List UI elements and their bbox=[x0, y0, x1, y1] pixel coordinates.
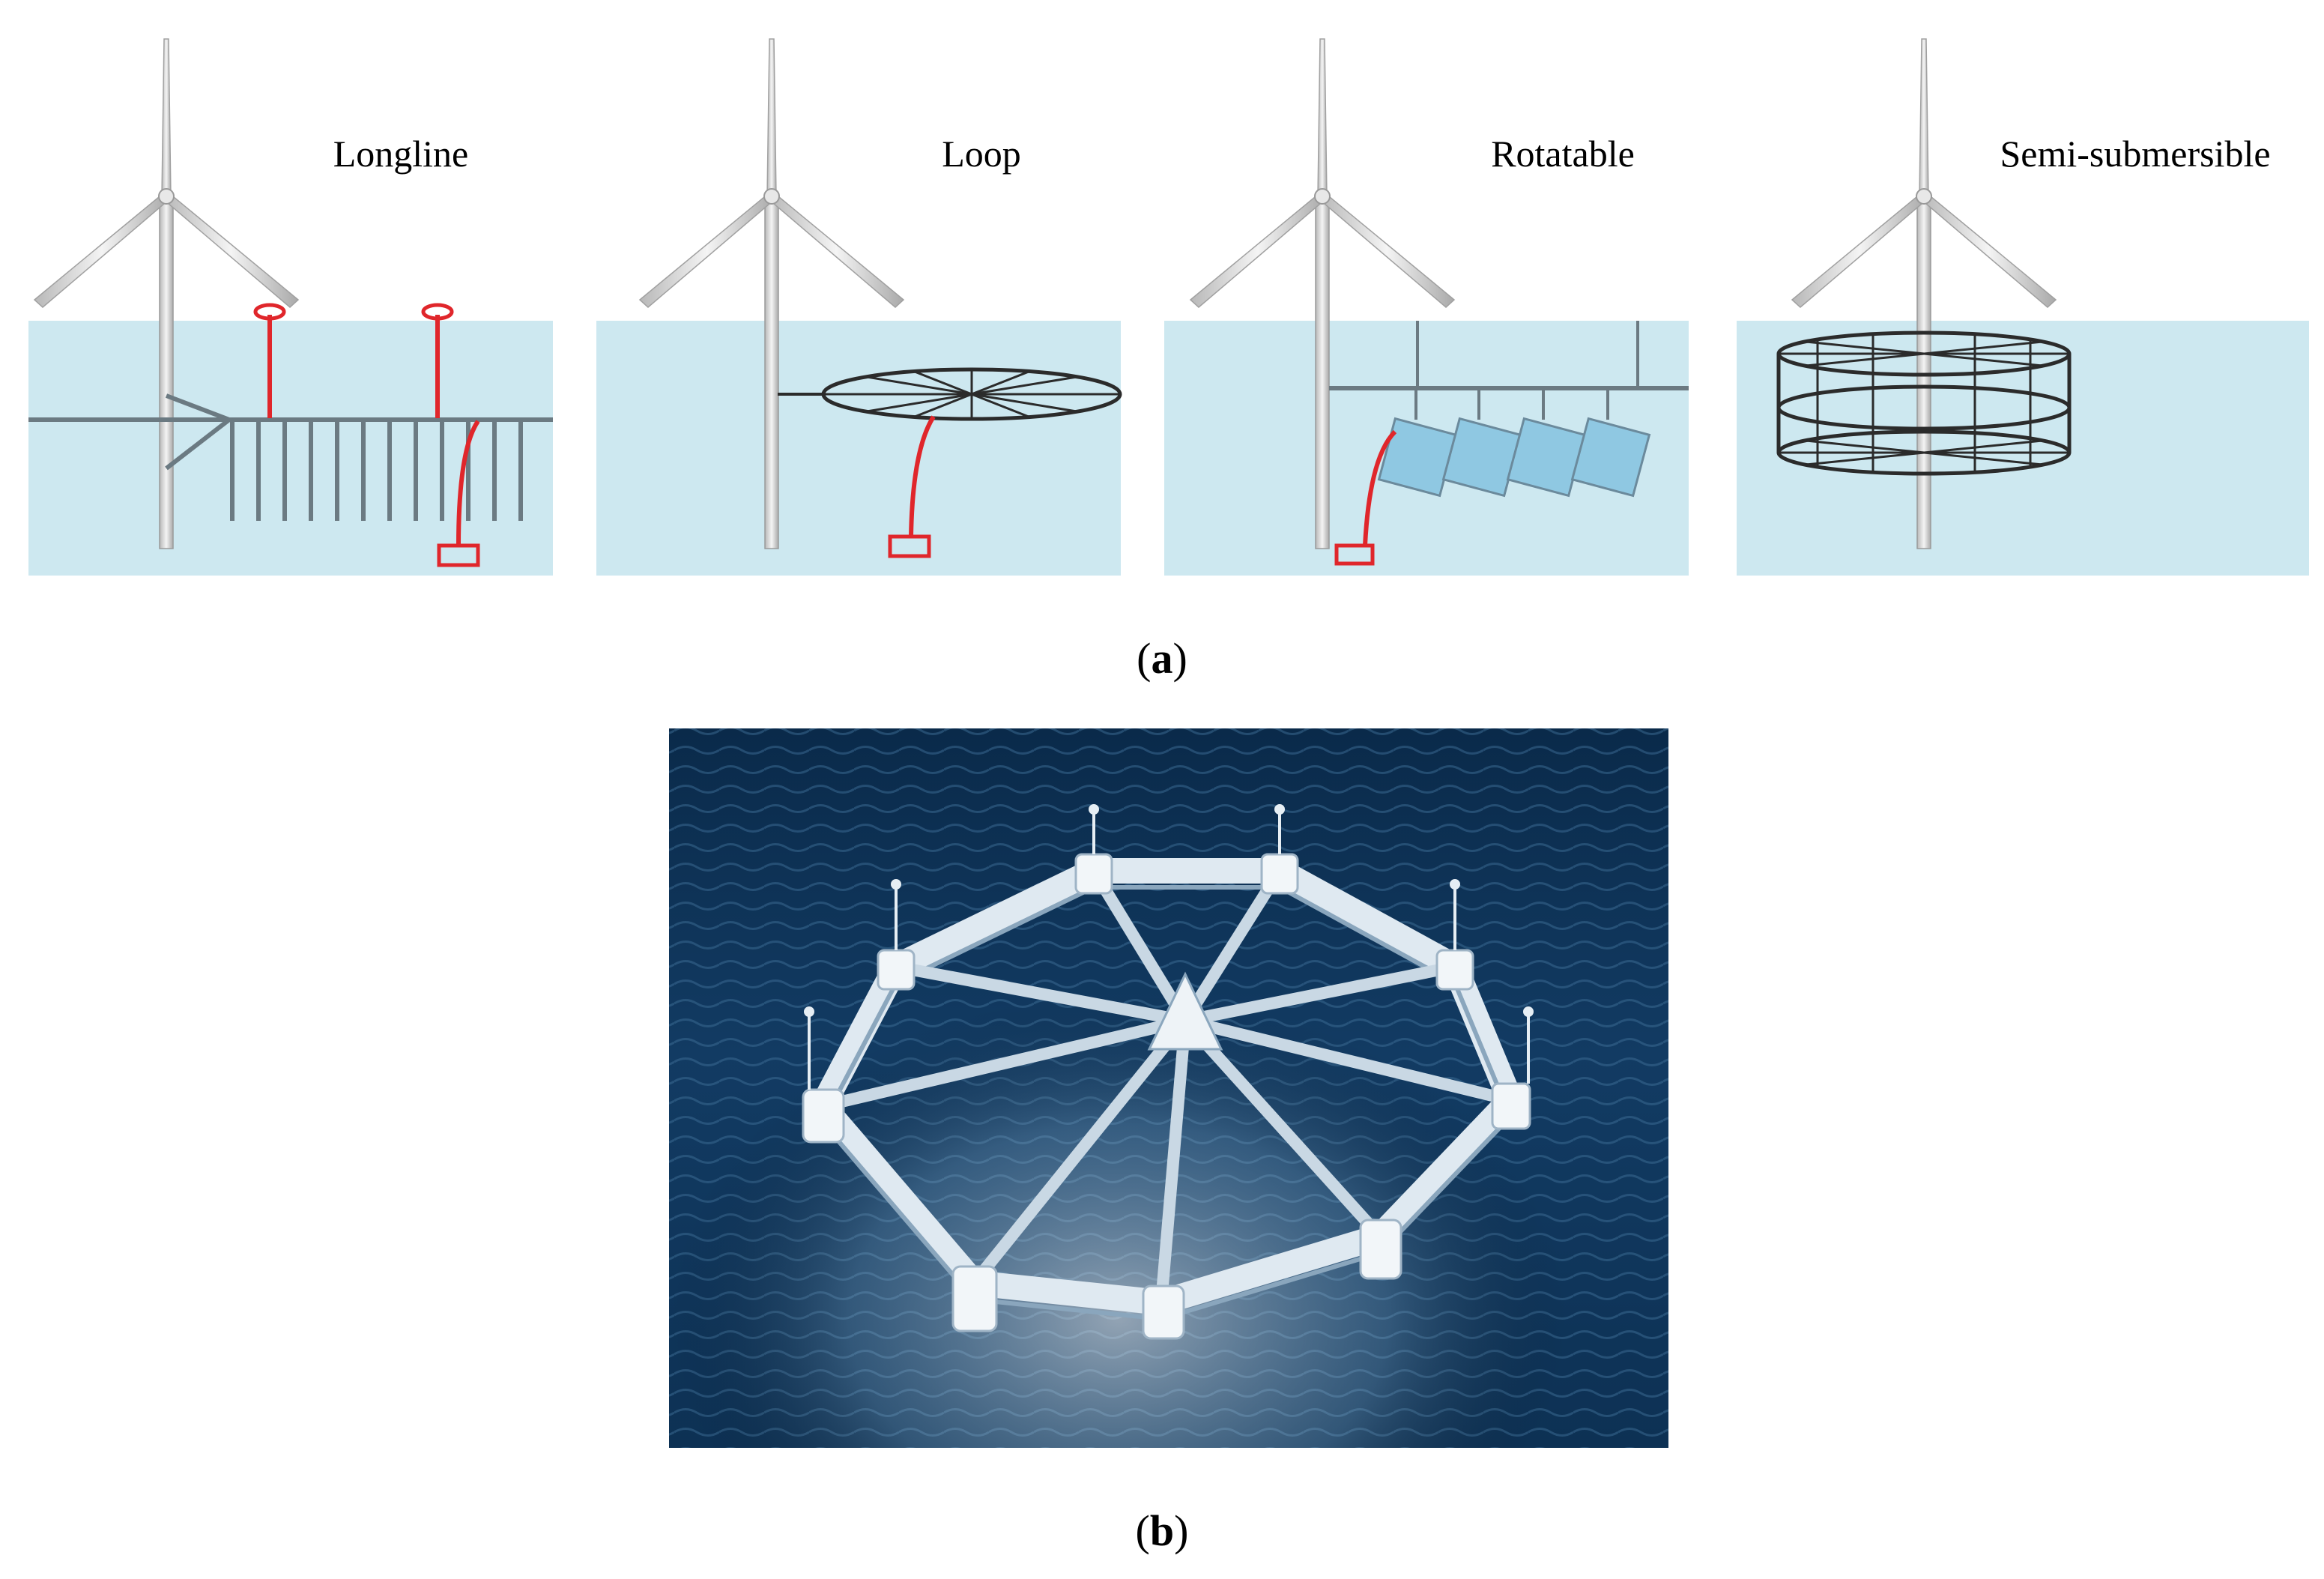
mooring-bridle bbox=[165, 393, 234, 471]
seabed-anchor-icon bbox=[1334, 429, 1397, 566]
cage-icon bbox=[1570, 417, 1651, 498]
photo-offshore-platform bbox=[669, 728, 1668, 1448]
panel-longline: Longline bbox=[28, 38, 553, 576]
panel-semi-submersible: Semi-submersible bbox=[1737, 38, 2309, 576]
support-frame bbox=[1329, 321, 1689, 420]
panel-rotatable: Rotatable bbox=[1164, 38, 1689, 576]
water-area bbox=[596, 321, 1121, 576]
panel-title: Longline bbox=[333, 133, 469, 175]
platform-turbine-icons bbox=[804, 804, 1534, 1090]
corner-pontoons bbox=[802, 853, 1531, 1340]
loop-cage-icon bbox=[821, 367, 1122, 421]
caption-a: (a) bbox=[1137, 634, 1187, 683]
surface-buoy-icon bbox=[421, 303, 454, 418]
semi-submersible-cage-icon bbox=[1776, 330, 2072, 476]
panel-title: Semi-submersible bbox=[2000, 133, 2270, 175]
panel-title: Loop bbox=[942, 133, 1021, 175]
water-area bbox=[1737, 321, 2309, 576]
seabed-anchor-icon bbox=[437, 420, 480, 567]
rotatable-cages bbox=[1377, 417, 1651, 498]
surface-buoy-icon bbox=[253, 303, 286, 418]
panel-title: Rotatable bbox=[1491, 133, 1635, 175]
central-hub bbox=[1147, 971, 1223, 1051]
caption-b: (b) bbox=[1136, 1506, 1189, 1555]
water-area bbox=[28, 321, 553, 576]
octagonal-cage-icon bbox=[802, 804, 1534, 1340]
seabed-anchor-icon bbox=[888, 415, 936, 558]
panel-loop: Loop bbox=[596, 38, 1122, 576]
